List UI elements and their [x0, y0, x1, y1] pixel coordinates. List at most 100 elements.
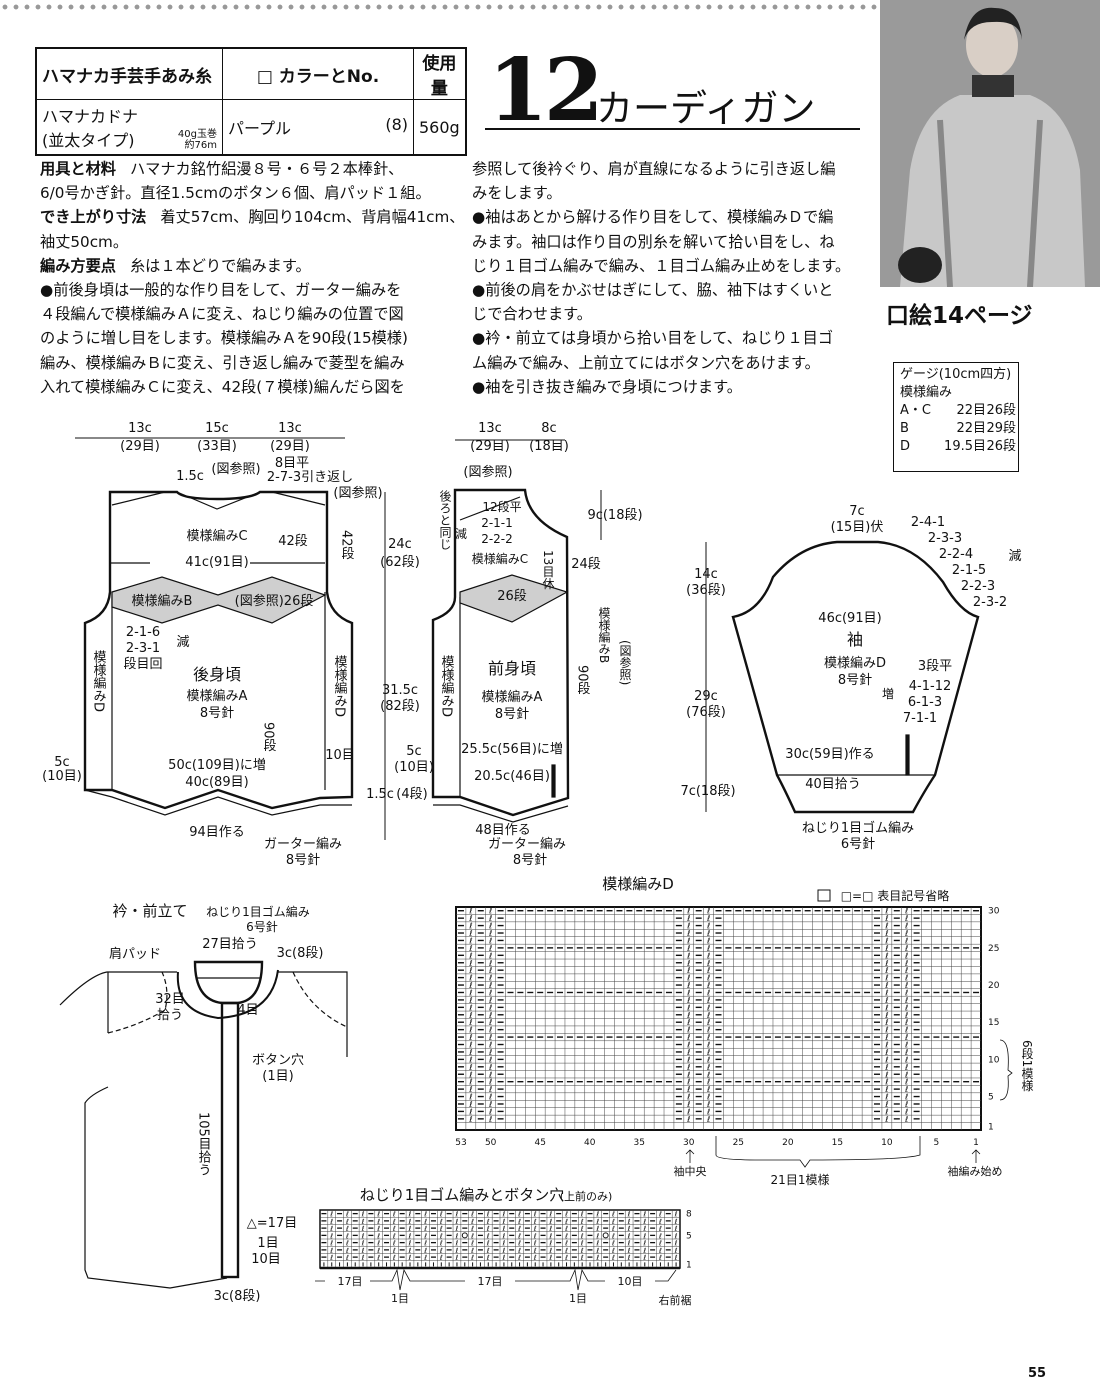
pattern-number: 12	[488, 40, 604, 141]
twist-stitch-symbol: ℓ	[884, 1041, 888, 1050]
twist-stitch-symbol: ℓ	[468, 936, 472, 945]
twist-stitch-symbol: ℓ	[904, 988, 908, 997]
pattern-d-chart: ℓℓℓℓℓℓℓℓℓℓℓℓℓℓℓℓℓℓℓℓℓℓℓℓℓℓℓℓℓℓℓℓℓℓℓℓℓℓℓℓ…	[455, 889, 1013, 1168]
twist-stitch-symbol: ℓ	[488, 1018, 492, 1027]
twist-stitch-symbol: ℓ	[580, 1240, 584, 1248]
color-header: □ カラーとNo.	[222, 47, 414, 100]
row-label: 1	[988, 1122, 994, 1132]
model-figure	[880, 0, 1100, 287]
yarn-length: 約76m	[184, 140, 217, 151]
diagram-label: 24段	[571, 557, 601, 572]
diagram-label: (33目)	[197, 439, 237, 454]
twist-stitch-symbol: ℓ	[904, 966, 908, 975]
twist-stitch-symbol: ℓ	[488, 1063, 492, 1072]
twist-stitch-symbol: ℓ	[486, 1247, 490, 1255]
twist-stitch-symbol: ℓ	[706, 914, 710, 923]
twist-stitch-symbol: ℓ	[468, 1041, 472, 1050]
diagram-label: 模様編みB	[132, 593, 193, 609]
diagram-label: 減	[455, 526, 467, 541]
twist-stitch-symbol: ℓ	[470, 1225, 474, 1233]
twist-stitch-symbol: ℓ	[517, 1232, 521, 1240]
twist-stitch-symbol: ℓ	[423, 1225, 427, 1233]
diagram-label: 2-7-3引き返し	[267, 470, 353, 485]
twist-stitch-symbol: ℓ	[564, 1254, 568, 1262]
twist-stitch-symbol: ℓ	[686, 1026, 690, 1035]
twist-stitch-symbol: ℓ	[488, 944, 492, 953]
twist-stitch-symbol: ℓ	[468, 974, 472, 983]
twist-stitch-symbol: ℓ	[627, 1225, 631, 1233]
diagram-label: 13目休	[541, 550, 555, 589]
diagram-label: (36段)	[686, 583, 726, 598]
row-label: 10	[988, 1055, 1000, 1065]
twist-stitch-symbol: ℓ	[706, 1003, 710, 1012]
twist-stitch-symbol: ℓ	[501, 1254, 505, 1262]
twist-stitch-symbol: ℓ	[488, 1055, 492, 1064]
sleeve-diagram	[705, 540, 980, 814]
twist-stitch-symbol: ℓ	[486, 1232, 490, 1240]
gauge-rows: 29段	[986, 421, 1016, 436]
twist-stitch-symbol: ℓ	[904, 914, 908, 923]
diagram-label: 25.5c(56目)に増	[461, 742, 563, 757]
diagram-label: 模様編みC	[472, 551, 528, 566]
instruction-text: のように増し目をします。模様編みＡを90段(15模様)	[40, 329, 408, 348]
twist-stitch-symbol: ℓ	[501, 1211, 505, 1219]
twist-stitch-symbol: ℓ	[706, 1093, 710, 1102]
twist-stitch-symbol: ℓ	[488, 974, 492, 983]
twist-stitch-symbol: ℓ	[329, 1254, 333, 1262]
diagram-label: 40目拾う	[805, 777, 861, 792]
diagram-label: (29目)	[470, 439, 510, 454]
twist-stitch-symbol: ℓ	[533, 1225, 537, 1233]
twist-stitch-symbol: ℓ	[904, 1063, 908, 1072]
gauge-rows: 26段	[986, 403, 1016, 418]
diagram-label: 4-1-12	[909, 679, 951, 694]
yarn-over-symbol	[461, 1232, 468, 1239]
twist-stitch-symbol: ℓ	[488, 1070, 492, 1079]
instruction-line: 6/0号かぎ針。直径1.5cmのボタン６個、肩パッド１組。	[40, 181, 464, 205]
twist-stitch-symbol: ℓ	[345, 1240, 349, 1248]
twist-stitch-symbol: ℓ	[488, 1033, 492, 1042]
decorative-border	[0, 2, 880, 12]
gauge-pattern: A・C	[900, 403, 931, 418]
twist-stitch-symbol: ℓ	[423, 1232, 427, 1240]
twist-stitch-symbol: ℓ	[686, 1063, 690, 1072]
twist-stitch-symbol: ℓ	[627, 1218, 631, 1226]
color-number: (8)	[385, 115, 408, 134]
twist-stitch-symbol: ℓ	[658, 1240, 662, 1248]
twist-stitch-symbol: ℓ	[439, 1232, 443, 1240]
twist-stitch-symbol: ℓ	[904, 1055, 908, 1064]
diagram-label: 5c	[406, 744, 421, 759]
twist-stitch-symbol: ℓ	[533, 1211, 537, 1219]
instruction-text: ハマナカ銘竹絽漫８号・６号２本棒針、	[129, 160, 404, 178]
twist-stitch-symbol: ℓ	[686, 959, 690, 968]
twist-stitch-symbol: ℓ	[439, 1247, 443, 1255]
diagram-label: 94目作る	[189, 825, 245, 840]
twist-stitch-symbol: ℓ	[642, 1254, 646, 1262]
diagram-label: 模様編みD	[332, 655, 348, 717]
twist-stitch-symbol: ℓ	[884, 1107, 888, 1116]
yarn-weight: 40g玉巻	[177, 129, 217, 140]
diagram-label: 模様編みD	[602, 875, 674, 893]
diagram-label: ねじり1目ゴム編み	[802, 820, 914, 836]
twist-stitch-symbol: ℓ	[423, 1247, 427, 1255]
twist-stitch-symbol: ℓ	[392, 1247, 396, 1255]
twist-stitch-symbol: ℓ	[706, 1055, 710, 1064]
twist-stitch-symbol: ℓ	[361, 1254, 365, 1262]
twist-stitch-symbol: ℓ	[706, 936, 710, 945]
twist-stitch-symbol: ℓ	[468, 1100, 472, 1109]
twist-stitch-symbol: ℓ	[468, 951, 472, 960]
instruction-line: ●袖はあとから解ける作り目をして、模様編みＤで編	[472, 208, 834, 227]
twist-stitch-symbol: ℓ	[376, 1225, 380, 1233]
diagram-label: 42段	[339, 530, 355, 560]
twist-stitch-symbol: ℓ	[904, 1115, 908, 1124]
column-label: 40	[584, 1138, 596, 1148]
twist-stitch-symbol: ℓ	[706, 1115, 710, 1124]
diagram-label: ねじり1目ゴム編みとボタン穴	[360, 1186, 565, 1204]
twist-stitch-symbol: ℓ	[611, 1232, 615, 1240]
twist-stitch-symbol: ℓ	[423, 1240, 427, 1248]
stitch-count-label: 10目	[618, 1275, 643, 1288]
diagram-label: 肩パッド	[109, 946, 161, 962]
stitch-count-label: 1目	[391, 1292, 409, 1305]
stitch-count-label: 1目	[569, 1292, 587, 1305]
diagram-label: 袖中央	[674, 1164, 707, 1178]
